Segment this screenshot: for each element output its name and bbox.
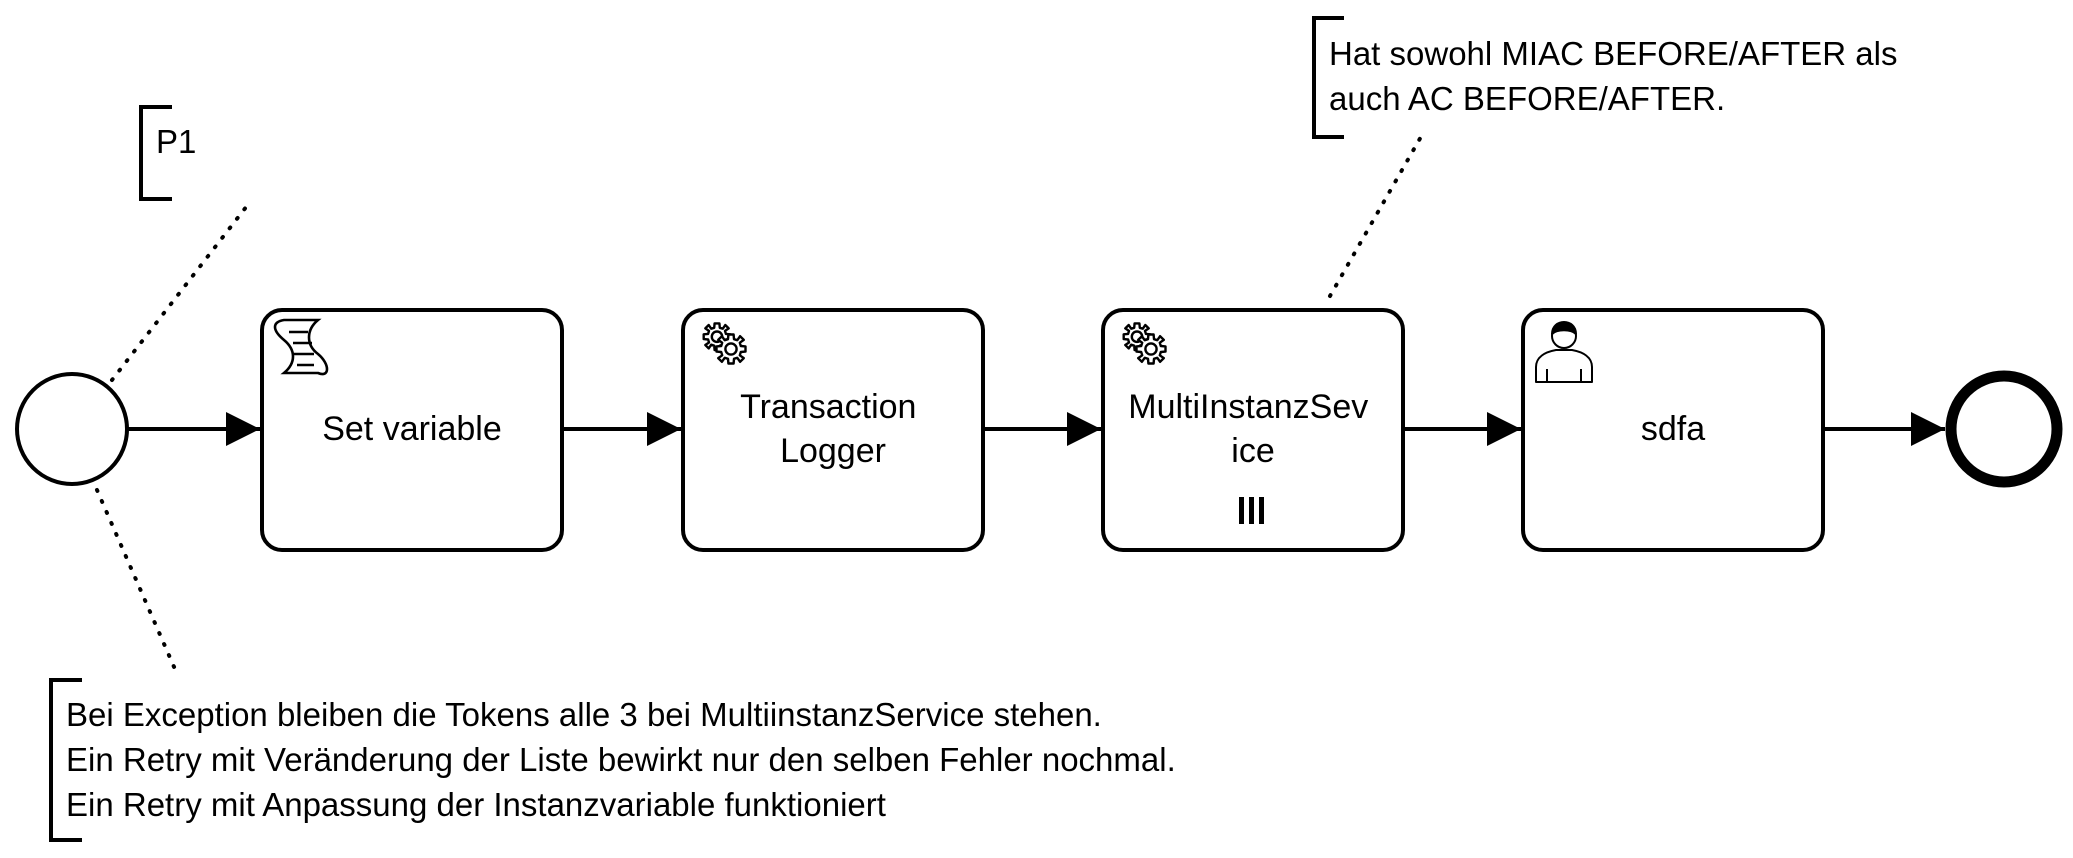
annotation-line-1: P1: [156, 123, 196, 160]
annotation-bracket: [49, 678, 82, 842]
parallel-multi-instance-icon: [1239, 497, 1264, 524]
task-set-variable[interactable]: Set variable: [260, 308, 564, 552]
annotation-bracket: [139, 105, 172, 201]
annotation-line-2: Ein Retry mit Veränderung der Liste bewi…: [66, 741, 1176, 778]
associations: [95, 133, 1424, 678]
annotation-bracket: [1312, 16, 1344, 139]
task-multi-instanz[interactable]: MultiInstanzSev ice: [1101, 308, 1405, 552]
annotation-line-3: Ein Retry mit Anpassung der Instanzvaria…: [66, 786, 886, 823]
annotation-line-2: auch AC BEFORE/AFTER.: [1329, 80, 1725, 117]
annotation-text: Bei Exception bleiben die Tokens alle 3 …: [66, 696, 1185, 823]
association-start-to-p1[interactable]: [110, 200, 252, 382]
task-label-line-1: Transaction: [740, 388, 916, 426]
task-label-line-2: ice: [1231, 432, 1274, 470]
start-event[interactable]: [15, 372, 129, 486]
annotation-text: Hat sowohl MIAC BEFORE/AFTER als auch AC…: [1329, 35, 1907, 117]
task-label: sdfa: [1641, 410, 1705, 448]
annotation-line-1: Bei Exception bleiben die Tokens alle 3 …: [66, 696, 1102, 733]
text-annotation-miac[interactable]: Hat sowohl MIAC BEFORE/AFTER als auch AC…: [1312, 16, 1907, 139]
text-annotation-exception[interactable]: Bei Exception bleiben die Tokens alle 3 …: [49, 678, 1185, 842]
task-label-line-1: Set variable: [322, 410, 502, 448]
task-sdfa[interactable]: sdfa: [1521, 308, 1825, 552]
text-annotation-p1[interactable]: P1: [139, 105, 196, 201]
task-label-line-1: sdfa: [1641, 410, 1705, 448]
script-icon: [273, 318, 329, 376]
task-label: Set variable: [322, 410, 502, 448]
association-start-to-exception[interactable]: [95, 488, 180, 678]
user-icon: [1535, 321, 1593, 383]
task-label-line-1: MultiInstanzSev: [1128, 388, 1368, 426]
association-multi-instanz-to-miac[interactable]: [1328, 133, 1424, 298]
task-label: MultiInstanzSev ice: [1128, 388, 1377, 470]
task-label: Transaction Logger: [740, 388, 926, 470]
gear-icon: [1122, 322, 1167, 365]
end-event[interactable]: [1945, 370, 2063, 488]
annotation-text: P1: [156, 123, 196, 160]
task-label-line-2: Logger: [780, 432, 886, 470]
annotation-line-1: Hat sowohl MIAC BEFORE/AFTER als: [1329, 35, 1897, 72]
gear-icon: [702, 322, 747, 365]
task-transaction-logger[interactable]: Transaction Logger: [681, 308, 985, 552]
